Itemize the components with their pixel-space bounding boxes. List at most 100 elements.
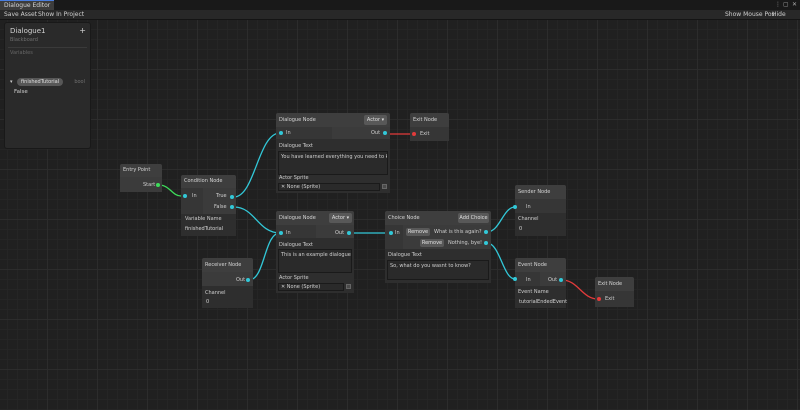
receiver-node[interactable]: Receiver Node Out Channel 0: [202, 258, 253, 308]
port-in[interactable]: [513, 277, 517, 281]
blackboard-subtitle: Blackboard: [10, 37, 38, 43]
window-tab-bar: Dialogue Editor ⋮ ▢ ✕: [0, 0, 800, 10]
extension-container: [515, 286, 566, 308]
blackboard-divider: [8, 47, 87, 48]
sender-node[interactable]: Sender Node In Channel 0: [515, 185, 566, 236]
actor-dropdown[interactable]: Actor ▾: [329, 213, 352, 223]
actor-sprite-label: Actor Sprite: [279, 175, 309, 181]
maximize-icon[interactable]: ▢: [783, 1, 789, 8]
show-mouse-pos-button[interactable]: Show Mouse Pos: [725, 11, 775, 18]
actor-sprite-field[interactable]: ✕ None (Sprite): [278, 283, 344, 291]
port-start[interactable]: [156, 183, 160, 187]
connection-true-dialogue1: [233, 132, 281, 198]
input-container: [385, 225, 403, 249]
node-ports: [120, 177, 162, 192]
choice-node[interactable]: Choice Node Add Choice In Remove What is…: [385, 211, 491, 283]
port-exit-label: Exit: [420, 131, 430, 137]
input-container: [276, 225, 316, 238]
save-asset-button[interactable]: Save Asset: [4, 11, 38, 18]
channel-value[interactable]: 0: [206, 299, 210, 305]
dialogue-node-2[interactable]: Dialogue Node Actor ▾ In Out Dialogue Te…: [276, 211, 354, 293]
port-true[interactable]: [230, 195, 234, 199]
variable-pill[interactable]: finishedTutorial: [17, 78, 64, 86]
actor-sprite-value: None (Sprite): [286, 284, 321, 290]
node-title: Exit Node: [410, 113, 449, 127]
port-exit[interactable]: [412, 132, 416, 136]
remove-choice-button-2[interactable]: Remove: [420, 239, 444, 247]
port-in[interactable]: [279, 131, 283, 135]
event-name-label: Event Name: [518, 289, 549, 295]
close-icon[interactable]: ✕: [792, 1, 798, 8]
output-container: [202, 272, 253, 286]
actor-sprite-field[interactable]: ✕ None (Sprite): [278, 183, 380, 191]
object-picker-icon[interactable]: [346, 284, 351, 289]
condition-node[interactable]: Condition Node In True False Variable Na…: [181, 175, 236, 236]
variable-name-value[interactable]: finishedTutorial: [185, 226, 224, 232]
blackboard-title: Dialogue1: [10, 27, 46, 35]
channel-label: Channel: [518, 216, 539, 222]
node-title: Exit Node: [595, 277, 634, 291]
output-container: [203, 188, 236, 214]
choice-label-2[interactable]: Nothing, bye!: [448, 240, 483, 246]
node-title: Event Node: [515, 258, 566, 272]
dialogue-text-field[interactable]: This is an example dialogue: [278, 249, 352, 273]
output-container: [332, 127, 390, 139]
port-choice-1[interactable]: [484, 230, 488, 234]
input-container: [515, 272, 540, 286]
expand-arrow-icon[interactable]: ▾: [10, 79, 13, 85]
event-name-value[interactable]: tutorialEndedEvent: [519, 299, 568, 305]
port-in[interactable]: [279, 231, 283, 235]
dialogue-text-label: Dialogue Text: [279, 143, 313, 149]
show-in-project-button[interactable]: Show In Project: [38, 11, 85, 18]
node-title: Entry Point: [120, 164, 162, 177]
port-in-label: In: [286, 130, 291, 136]
input-container: [276, 127, 332, 139]
port-out-label: Out: [371, 130, 381, 136]
node-title: Sender Node: [515, 185, 566, 199]
add-variable-button[interactable]: +: [79, 26, 86, 35]
channel-value[interactable]: 0: [519, 226, 523, 232]
port-in[interactable]: [389, 231, 393, 235]
event-node[interactable]: Event Node In Out Event Name tutorialEnd…: [515, 258, 568, 308]
port-false[interactable]: [230, 205, 234, 209]
port-in[interactable]: [183, 194, 187, 198]
actor-dropdown[interactable]: Actor ▾: [364, 115, 387, 125]
exit-node-1[interactable]: Exit Node Exit: [410, 113, 449, 141]
input-container: [410, 127, 449, 141]
port-in-label: In: [395, 230, 400, 236]
more-options-icon[interactable]: ⋮: [775, 1, 781, 8]
port-out[interactable]: [347, 231, 351, 235]
object-picker-icon[interactable]: [382, 184, 387, 189]
dialogue-text-field[interactable]: So, what do you wasnt to know?: [387, 260, 489, 280]
port-false-label: False: [214, 204, 227, 210]
port-exit-label: Exit: [605, 296, 615, 302]
port-choice-2[interactable]: [484, 241, 488, 245]
variable-value[interactable]: False: [14, 89, 28, 95]
channel-label: Channel: [205, 290, 226, 296]
actor-sprite-value: None (Sprite): [286, 184, 321, 190]
sprite-icon: ✕: [281, 284, 286, 290]
port-in-label: In: [526, 277, 531, 283]
connection-entry-condition: [158, 184, 182, 197]
port-out[interactable]: [559, 278, 563, 282]
port-out[interactable]: [246, 278, 250, 282]
add-choice-button[interactable]: Add Choice: [458, 213, 489, 223]
port-exit[interactable]: [597, 297, 601, 301]
choice-label-1[interactable]: What is this again?: [434, 229, 482, 235]
tab-dialogue-editor[interactable]: Dialogue Editor: [0, 0, 55, 10]
extension-container: [181, 214, 236, 236]
node-title: Condition Node: [181, 175, 236, 188]
actor-dropdown-label: Actor: [366, 117, 381, 123]
output-container: [316, 225, 354, 238]
entry-point-node[interactable]: Entry Point Start: [120, 164, 162, 192]
exit-node-2[interactable]: Exit Node Exit: [595, 277, 634, 307]
connection-false-dialogue2: [233, 206, 281, 234]
port-out-label: Out: [548, 277, 558, 283]
dialogue-node-1[interactable]: Dialogue Node Actor ▾ In Out Dialogue Te…: [276, 113, 390, 193]
dialogue-text-field[interactable]: You have learned everything you need to …: [278, 151, 388, 175]
chevron-down-icon: ▾: [346, 215, 350, 221]
remove-choice-button-1[interactable]: Remove: [406, 228, 430, 236]
port-out[interactable]: [383, 131, 387, 135]
port-in[interactable]: [513, 205, 517, 209]
